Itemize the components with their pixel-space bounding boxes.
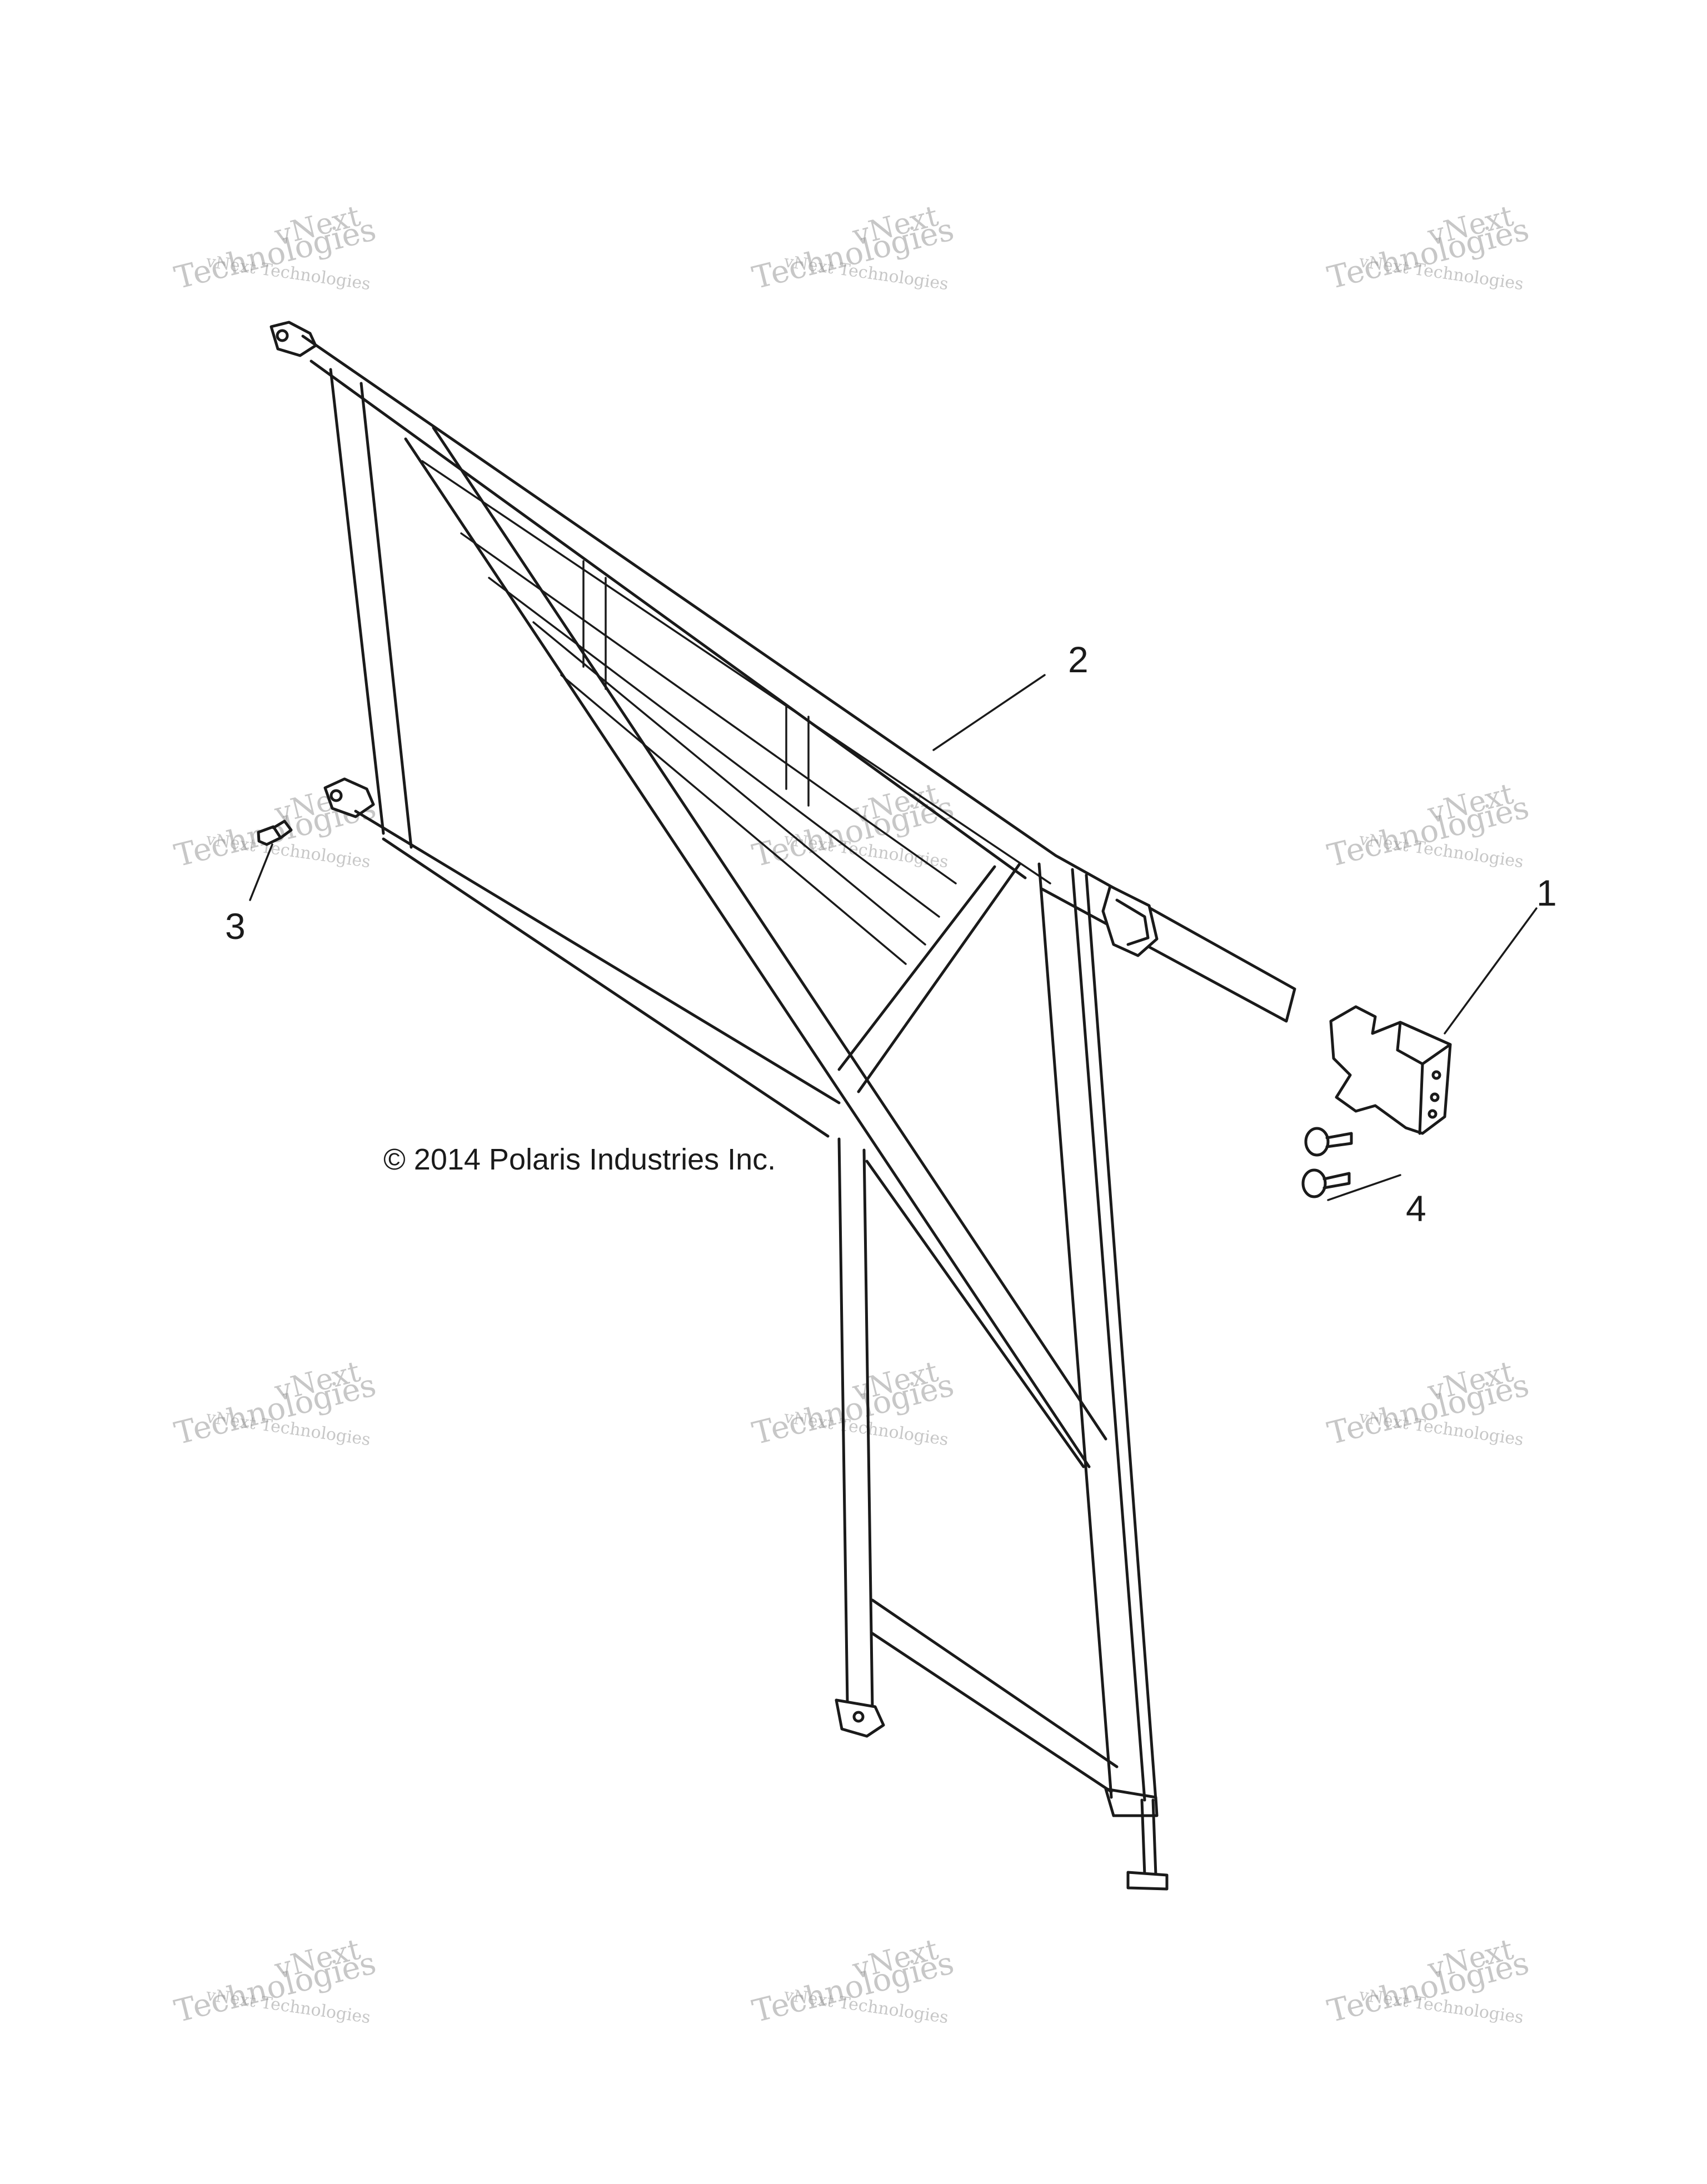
callout-2: 2 [1068,639,1089,680]
top-rail [301,334,1057,879]
center-post [837,1137,874,1710]
part-3-bolt [257,819,293,846]
copyright-text: © 2014 Polaris Industries Inc. [383,1143,776,1176]
net-ties [582,560,810,807]
lower-mount-tab [323,777,375,818]
top-strap [1040,854,1296,1023]
leader-2 [932,674,1046,751]
diagonal-brace-a [404,426,1107,1468]
callout-4: 4 [1406,1188,1426,1229]
lower-cross-member [871,1598,1119,1793]
front-post [1037,862,1157,1802]
leader-lines [249,674,1538,1201]
leader-4 [1327,1174,1401,1201]
leader-3 [249,843,273,901]
inner-cross-brace [837,862,1021,1093]
part-1-latch [1329,1005,1452,1135]
net-cords [421,460,1051,965]
lower-diagonal [865,1160,1085,1468]
bottom-pin [1140,1798,1157,1877]
leader-1 [1444,907,1538,1034]
bottom-rail [354,809,841,1138]
callout-3: 3 [225,906,246,947]
center-post-tab [835,1698,885,1738]
part-4-screws [1301,1127,1353,1198]
rear-post [329,368,413,849]
frame-assembly [269,321,1296,1891]
callout-1: 1 [1536,872,1557,913]
